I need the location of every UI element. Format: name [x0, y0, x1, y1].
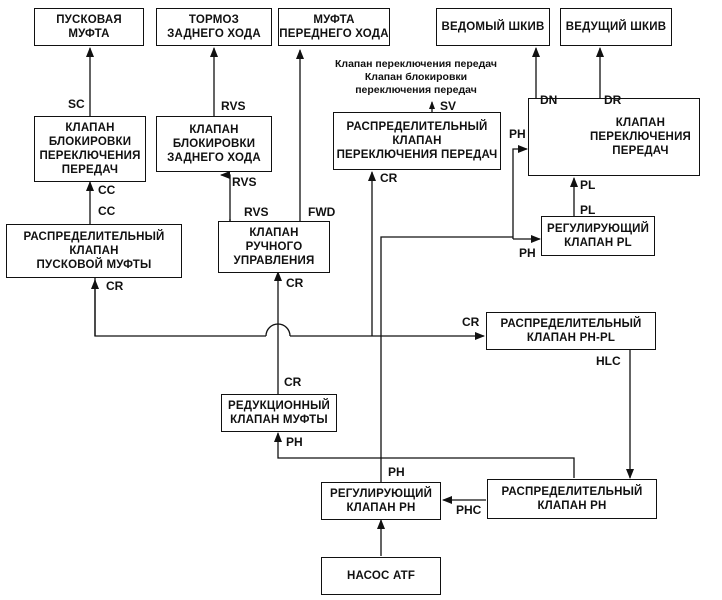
- label-cr-start: CR: [106, 279, 124, 293]
- line-ph-shift: [512, 145, 528, 239]
- label-sc: SC: [68, 97, 85, 111]
- reverse-brake-label: ТОРМОЗ ЗАДНЕГО ХОДА: [167, 14, 261, 40]
- label-rvs-lock-bottom: RVS: [232, 175, 257, 189]
- starting-clutch-box: ПУСКОВАЯ МУФТА: [34, 8, 144, 46]
- clutch-reducing-valve-label: РЕДУКЦИОННЫЙ КЛАПАН МУФТЫ: [228, 400, 330, 426]
- shift-distribution-valve-label: РАСПРЕДЕЛИТЕЛЬНЫЙ КЛАПАН ПЕРЕКЛЮЧЕНИЯ ПЕ…: [336, 121, 498, 161]
- label-cr-phpl: CR: [462, 315, 480, 329]
- forward-clutch-label: МУФТА ПЕРЕДНЕГО ХОДА: [279, 14, 389, 40]
- label-cc-top: CC: [98, 183, 116, 197]
- label-cr-reducing: CR: [284, 375, 302, 389]
- shift-lock-valve-box: КЛАПАН БЛОКИРОВКИ ПЕРЕКЛЮЧЕНИЯ ПЕРЕДАЧ: [34, 116, 146, 182]
- line-ph-regulator: [380, 236, 513, 482]
- label-cc-bottom: CC: [98, 204, 116, 218]
- drive-pulley-label: ВЕДУЩИЙ ШКИВ: [565, 21, 667, 33]
- forward-clutch-box: МУФТА ПЕРЕДНЕГО ХОДА: [278, 8, 390, 46]
- label-hlc: HLC: [596, 354, 621, 368]
- line-rvs-manual: [220, 171, 231, 223]
- drive-pulley-box: ВЕДУЩИЙ ШКИВ: [560, 8, 672, 46]
- label-rvs-manual: RVS: [244, 205, 269, 219]
- shift-valve-label: КЛАПАН ПЕРЕКЛЮЧЕНИЯ ПЕРЕДАЧ: [589, 117, 691, 157]
- starting-clutch-label: ПУСКОВАЯ МУФТА: [56, 14, 122, 40]
- ph-pl-dist-valve-box: РАСПРЕДЕЛИТЕЛЬНЫЙ КЛАПАН PH-PL: [486, 312, 656, 350]
- reverse-lock-valve-label: КЛАПАН БЛОКИРОВКИ ЗАДНЕГО ХОДА: [167, 124, 261, 164]
- line-ph-reducing: [274, 432, 575, 478]
- label-ph-left-pl: PH: [519, 246, 536, 260]
- label-fwd: FWD: [308, 205, 336, 219]
- label-sv: SV: [440, 99, 457, 113]
- label-pl-top: PL: [580, 178, 596, 192]
- label-ph-reducing: PH: [286, 435, 303, 449]
- label-dn: DN: [540, 93, 558, 107]
- manual-valve-label: КЛАПАН РУЧНОГО УПРАВЛЕНИЯ: [233, 227, 315, 267]
- pl-regulator-valve-label: РЕГУЛИРУЮЩИЙ КЛАПАН PL: [546, 223, 650, 249]
- label-cr-manual: CR: [286, 276, 304, 290]
- ph-dist-valve-label: РАСПРЕДЕЛИТЕЛЬНЫЙ КЛАПАН РН: [501, 486, 643, 512]
- label-pl-bottom: PL: [580, 203, 596, 217]
- shift-valve-note: Клапан переключения передач Клапан блоки…: [335, 58, 497, 96]
- atf-pump-label: НАСОС ATF: [346, 570, 416, 582]
- shift-valve-box: КЛАПАН ПЕРЕКЛЮЧЕНИЯ ПЕРЕДАЧ: [528, 98, 700, 176]
- ph-regulator-valve-label: РЕГУЛИРУЮЩИЙ КЛАПАН РН: [329, 488, 433, 514]
- clutch-reducing-valve-box: РЕДУКЦИОННЫЙ КЛАПАН МУФТЫ: [221, 394, 337, 432]
- ph-regulator-valve-box: РЕГУЛИРУЮЩИЙ КЛАПАН РН: [321, 482, 441, 520]
- driven-pulley-label: ВЕДОМЫЙ ШКИВ: [441, 21, 545, 33]
- ph-dist-valve-box: РАСПРЕДЕЛИТЕЛЬНЫЙ КЛАПАН РН: [487, 479, 657, 519]
- starting-clutch-dist-valve-label: РАСПРЕДЕЛИТЕЛЬНЫЙ КЛАПАН ПУСКОВОЙ МУФТЫ: [23, 231, 165, 271]
- label-ph-shift: PH: [509, 127, 526, 141]
- manual-valve-box: КЛАПАН РУЧНОГО УПРАВЛЕНИЯ: [218, 221, 330, 273]
- shift-lock-valve-label: КЛАПАН БЛОКИРОВКИ ПЕРЕКЛЮЧЕНИЯ ПЕРЕДАЧ: [39, 122, 141, 176]
- label-ph-regulator: PH: [388, 465, 405, 479]
- pl-regulator-valve-box: РЕГУЛИРУЮЩИЙ КЛАПАН PL: [541, 216, 655, 256]
- label-phc: PHC: [456, 503, 482, 517]
- label-cr-shift: CR: [380, 171, 398, 185]
- atf-pump-box: НАСОС ATF: [321, 557, 441, 595]
- label-dr: DR: [604, 93, 622, 107]
- shift-distribution-valve-box: РАСПРЕДЕЛИТЕЛЬНЫЙ КЛАПАН ПЕРЕКЛЮЧЕНИЯ ПЕ…: [333, 112, 501, 170]
- ph-pl-dist-valve-label: РАСПРЕДЕЛИТЕЛЬНЫЙ КЛАПАН PH-PL: [500, 318, 642, 344]
- reverse-brake-box: ТОРМОЗ ЗАДНЕГО ХОДА: [156, 8, 272, 46]
- label-rvs-lock-top: RVS: [221, 99, 246, 113]
- starting-clutch-dist-valve-box: РАСПРЕДЕЛИТЕЛЬНЫЙ КЛАПАН ПУСКОВОЙ МУФТЫ: [6, 224, 182, 278]
- reverse-lock-valve-box: КЛАПАН БЛОКИРОВКИ ЗАДНЕГО ХОДА: [156, 116, 272, 172]
- driven-pulley-box: ВЕДОМЫЙ ШКИВ: [436, 8, 550, 46]
